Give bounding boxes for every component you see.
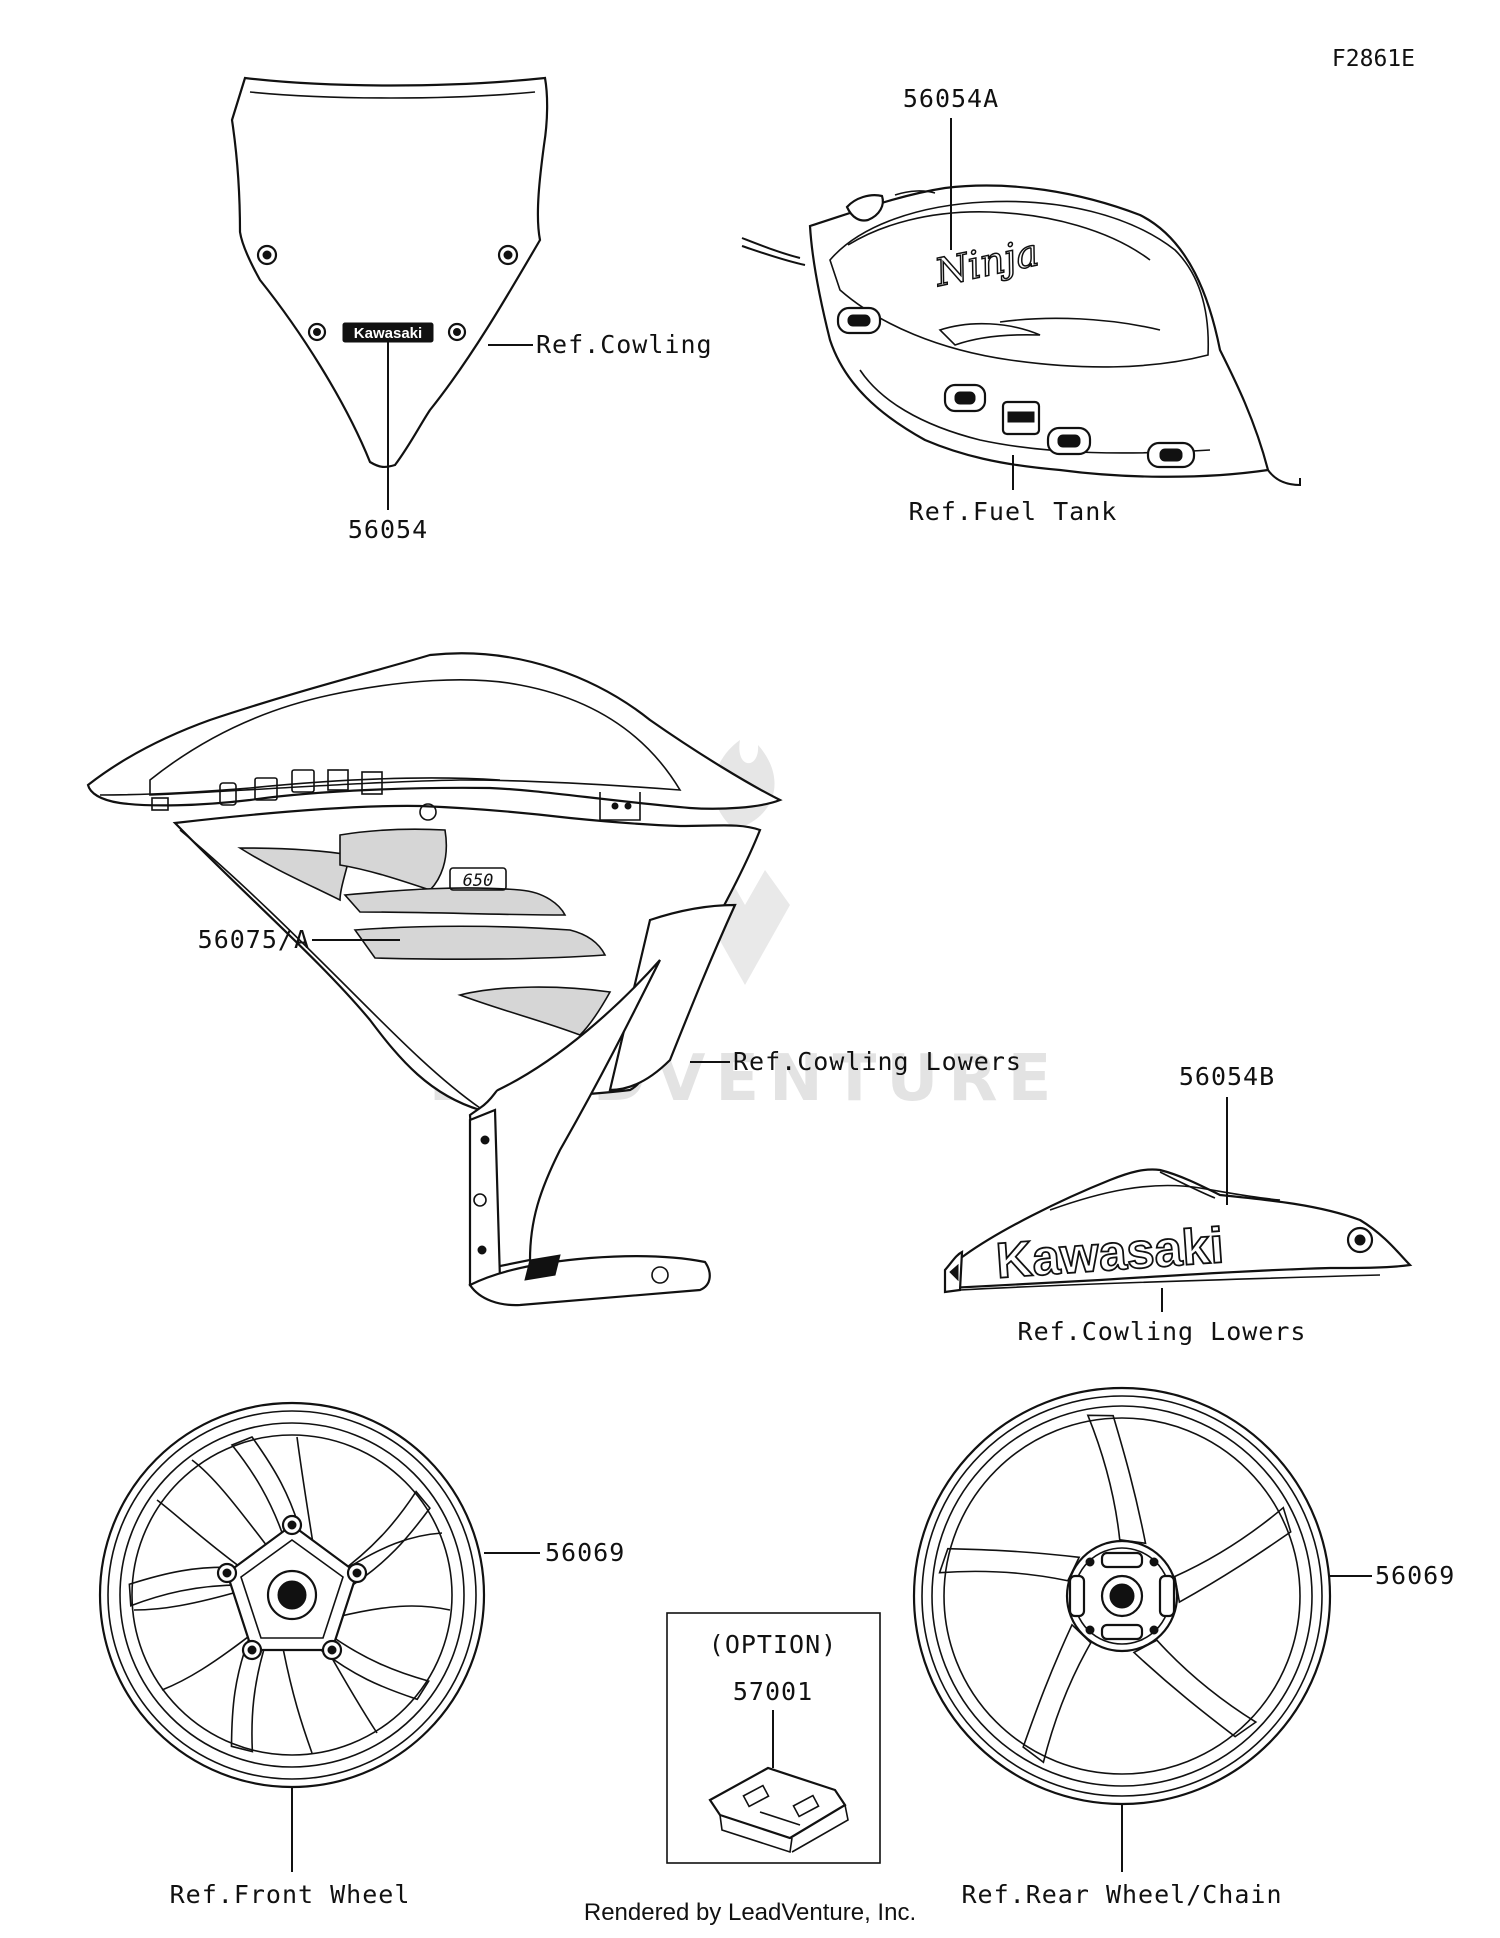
front-wheel-part[interactable] — [98, 1401, 486, 1789]
fuel-tank-part[interactable]: Ninja — [741, 184, 1301, 487]
part-number-56069-rear[interactable]: 56069 — [1375, 1561, 1455, 1590]
option-clip-part[interactable] — [708, 1766, 849, 1854]
ref-cowling-lowers-label-1[interactable]: Ref.Cowling Lowers — [733, 1047, 1022, 1076]
part-number-56054B[interactable]: 56054B — [1179, 1062, 1275, 1091]
side-cowling-part[interactable]: 650 — [86, 652, 783, 1307]
ref-front-wheel-label[interactable]: Ref.Front Wheel — [170, 1880, 411, 1909]
option-heading: (OPTION) — [709, 1630, 837, 1659]
windshield-part[interactable]: Kawasaki — [230, 76, 549, 469]
part-number-57001[interactable]: 57001 — [733, 1677, 813, 1706]
lower-cowling-part[interactable]: Kawasaki — [943, 1168, 1413, 1294]
figure-code: F2861E — [1332, 46, 1415, 72]
ref-rear-wheel-label[interactable]: Ref.Rear Wheel/Chain — [961, 1880, 1282, 1909]
option-box: (OPTION) 57001 — [666, 1612, 881, 1864]
windshield-decal-text: Kawasaki — [354, 325, 422, 342]
part-number-56075A[interactable]: 56075/A — [198, 925, 310, 954]
side-cowling-decal-text: 650 — [463, 871, 494, 891]
footer-credit: Rendered by LeadVenture, Inc. — [584, 1899, 916, 1926]
part-number-56054[interactable]: 56054 — [348, 515, 428, 544]
ref-cowling-lowers-label-2[interactable]: Ref.Cowling Lowers — [1018, 1317, 1307, 1346]
part-number-56069-front[interactable]: 56069 — [545, 1538, 625, 1567]
rear-wheel-part[interactable] — [912, 1386, 1332, 1806]
part-number-56054A[interactable]: 56054A — [903, 84, 999, 113]
ref-cowling-label[interactable]: Ref.Cowling — [536, 330, 713, 359]
ref-fuel-tank-label[interactable]: Ref.Fuel Tank — [909, 497, 1118, 526]
